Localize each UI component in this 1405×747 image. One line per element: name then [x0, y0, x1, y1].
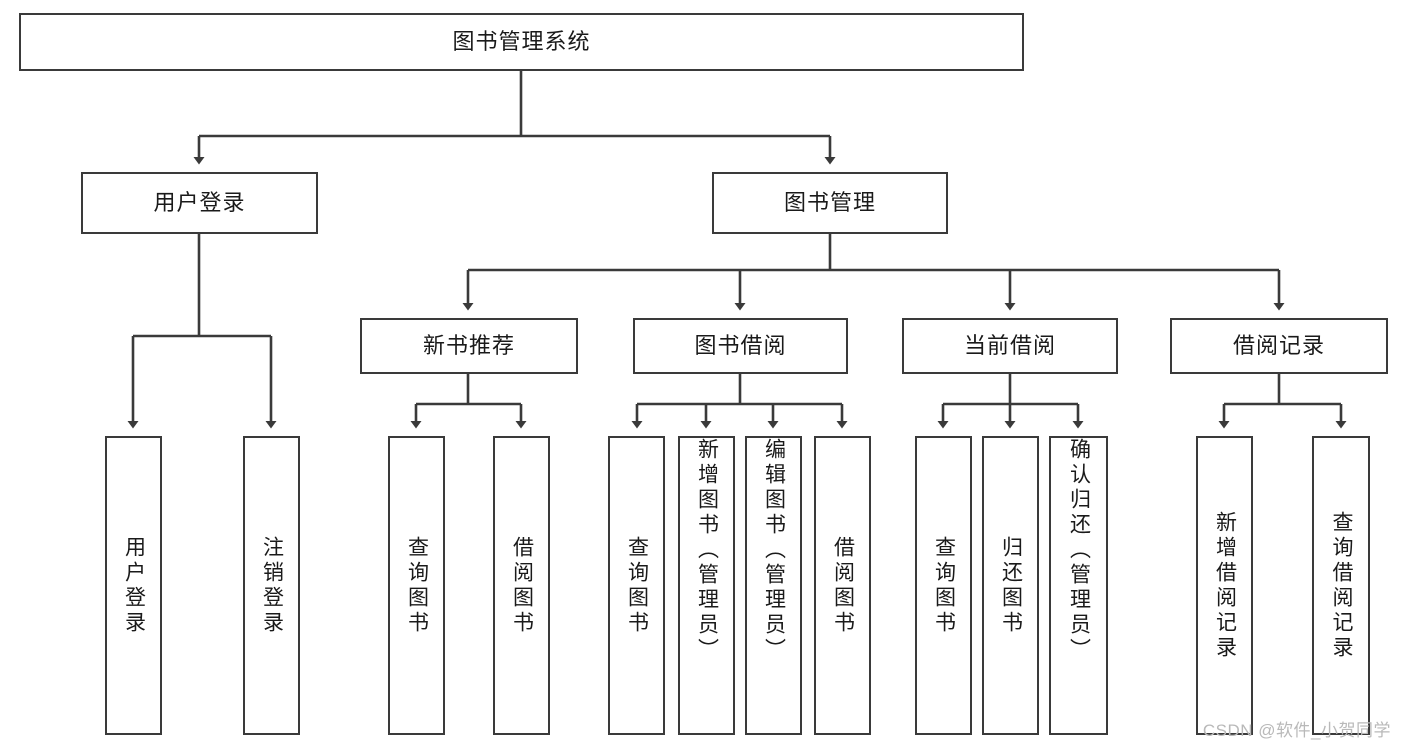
leaf-edit-book-admin[interactable]: 编辑图书（管理员）	[745, 436, 802, 735]
leaf-return-book[interactable]: 归还图书	[982, 436, 1039, 735]
node-label: 查询图书	[625, 535, 649, 636]
node-label: 查询图书	[932, 535, 956, 636]
node-book-management[interactable]: 图书管理	[712, 172, 948, 234]
node-label: 图书借阅	[694, 332, 787, 358]
node-user-login[interactable]: 用户登录	[81, 172, 318, 234]
node-label: 确认归还（管理员）	[1067, 438, 1091, 663]
node-label: 编辑图书（管理员）	[762, 438, 786, 663]
node-label: 借阅图书	[831, 535, 855, 636]
leaf-add-borrow-record[interactable]: 新增借阅记录	[1196, 436, 1253, 735]
leaf-query-book-recommend[interactable]: 查询图书	[388, 436, 445, 735]
leaf-borrow-book-recommend[interactable]: 借阅图书	[493, 436, 550, 735]
node-label: 归还图书	[999, 535, 1023, 636]
node-label: 新增图书（管理员）	[695, 438, 719, 663]
node-label: 用户登录	[122, 535, 146, 636]
node-new-book-recommend[interactable]: 新书推荐	[360, 318, 578, 374]
node-current-borrow[interactable]: 当前借阅	[902, 318, 1118, 374]
leaf-logout[interactable]: 注销登录	[243, 436, 300, 735]
leaf-query-book-current[interactable]: 查询图书	[915, 436, 972, 735]
node-label: 新增借阅记录	[1213, 510, 1237, 661]
node-root-system[interactable]: 图书管理系统	[19, 13, 1024, 71]
node-label: 借阅图书	[510, 535, 534, 636]
node-label: 查询图书	[405, 535, 429, 636]
node-label: 借阅记录	[1232, 332, 1325, 358]
node-label: 图书管理	[783, 189, 876, 215]
node-label: 当前借阅	[963, 332, 1056, 358]
leaf-query-book-borrow[interactable]: 查询图书	[608, 436, 665, 735]
node-book-borrow[interactable]: 图书借阅	[633, 318, 848, 374]
leaf-user-login[interactable]: 用户登录	[105, 436, 162, 735]
leaf-query-borrow-record[interactable]: 查询借阅记录	[1312, 436, 1370, 735]
node-label: 图书管理系统	[452, 28, 591, 54]
leaf-borrow-book[interactable]: 借阅图书	[814, 436, 871, 735]
leaf-confirm-return-admin[interactable]: 确认归还（管理员）	[1049, 436, 1108, 735]
node-borrow-record[interactable]: 借阅记录	[1170, 318, 1388, 374]
node-label: 新书推荐	[422, 332, 515, 358]
node-label: 查询借阅记录	[1330, 510, 1354, 661]
node-label: 用户登录	[153, 189, 246, 215]
leaf-add-book-admin[interactable]: 新增图书（管理员）	[678, 436, 735, 735]
node-label: 注销登录	[260, 535, 284, 636]
